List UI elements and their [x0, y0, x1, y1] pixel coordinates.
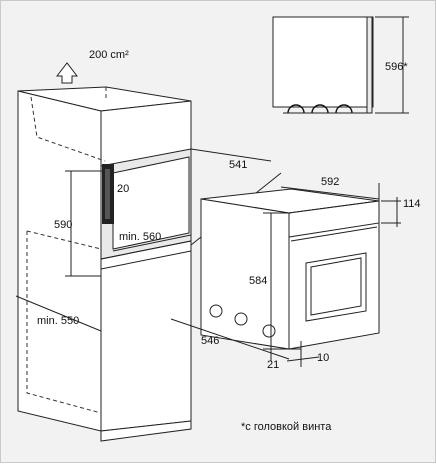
oven-front-height-label: 114 [403, 198, 421, 210]
oven-depth-label: 546 [201, 335, 220, 347]
oven-height-label: 584 [249, 275, 268, 287]
cabinet [17, 86, 192, 442]
niche-width-label: min. 560 [119, 231, 162, 243]
footnote: *с головкой винта [241, 421, 332, 433]
front-offset-label: 21 [267, 359, 280, 371]
oven [200, 188, 380, 350]
front-thickness-label: 10 [317, 352, 330, 364]
cabinet-width-label: min. 550 [37, 315, 80, 327]
oven-width-label: 592 [321, 176, 340, 188]
airflow-label: 200 cm² [89, 49, 129, 61]
dimension-lines-cabinet [15, 148, 282, 332]
dimension-lines-oven [170, 183, 401, 367]
vent-gap-label: 20 [117, 183, 130, 195]
niche-height-label: 590 [54, 219, 73, 231]
side-height-label: 596* [385, 61, 408, 73]
side-view-detail [272, 16, 409, 114]
cabinet-depth-label: 541 [229, 159, 248, 171]
airflow-arrow-icon [55, 62, 79, 84]
